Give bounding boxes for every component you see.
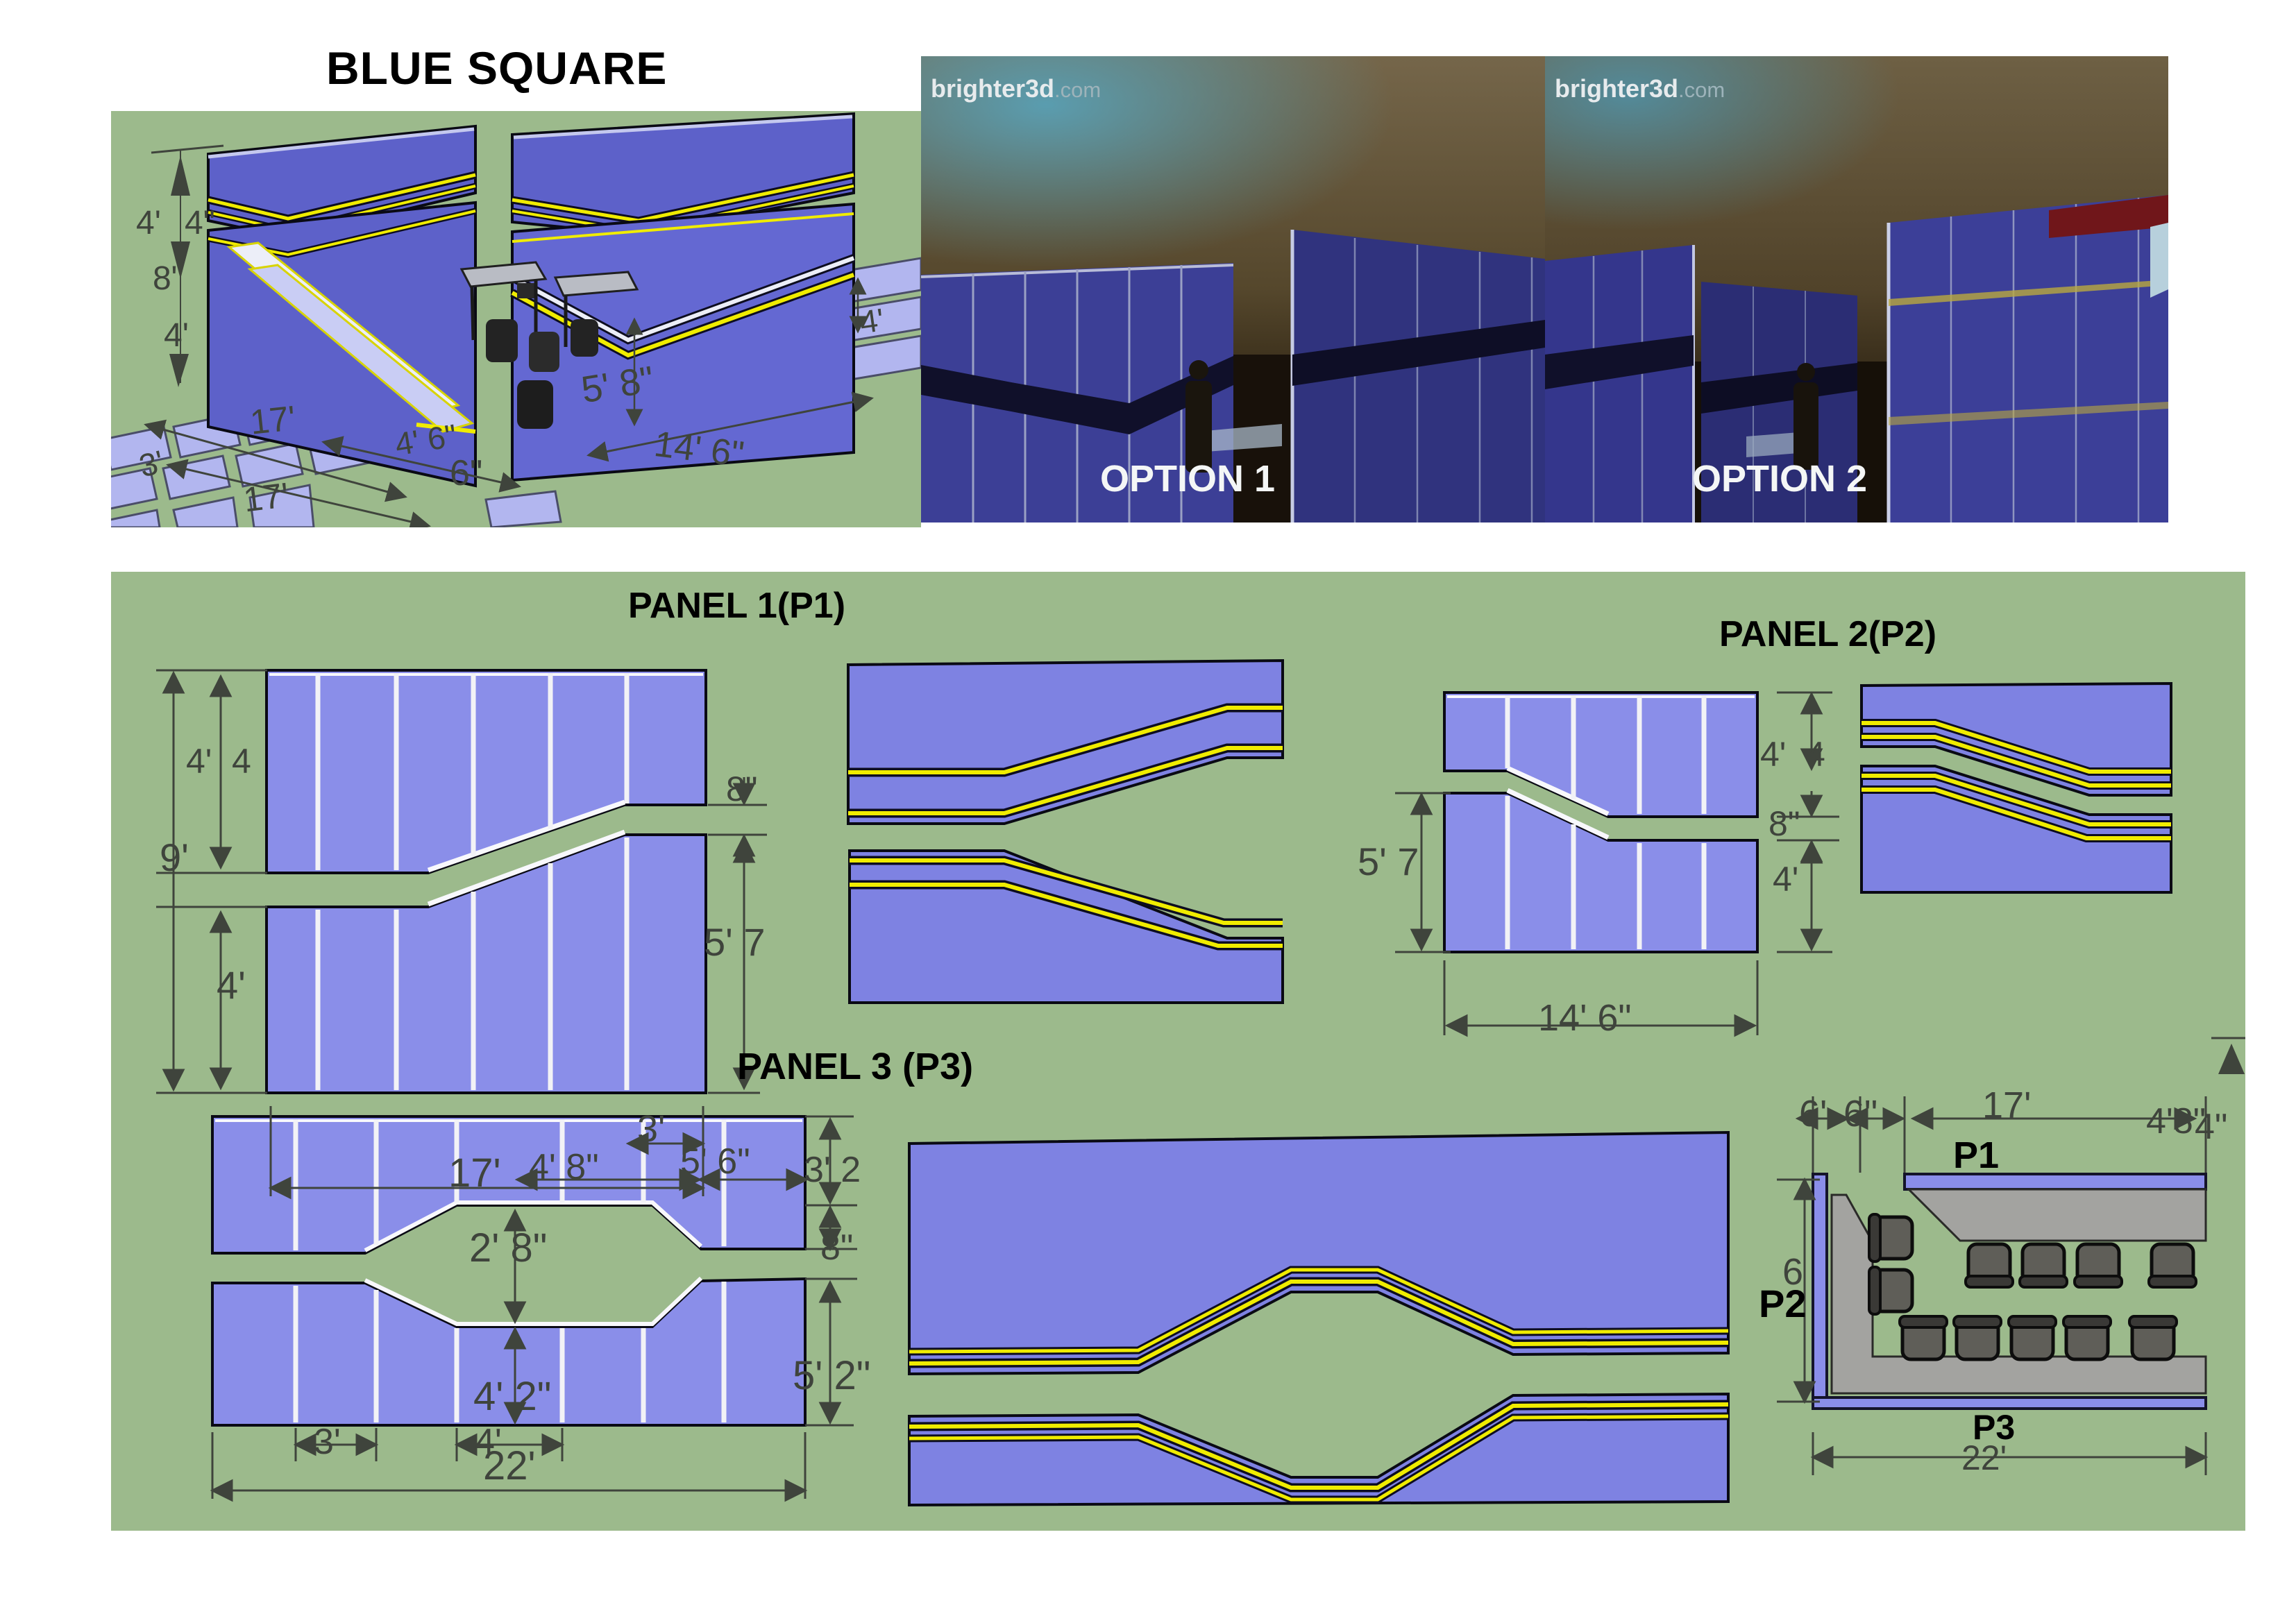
panel2-back-view [1860, 681, 2172, 894]
panel1-front-view [265, 669, 707, 1094]
panel1-back-view [847, 658, 1284, 1004]
plan-label-p2: P2 [1759, 1282, 1807, 1325]
render1-front-wall [921, 263, 1234, 522]
panels-board [111, 572, 2245, 1531]
render2-red-band [2049, 195, 2168, 238]
panel-diagrams-svg [156, 658, 2245, 1507]
sketch-3d-svg [111, 112, 921, 527]
sketch-3d-view [111, 111, 921, 527]
render2-left-wall [1545, 245, 1695, 522]
left-wall-upper-panel [207, 124, 477, 239]
panel2-heading: PANEL 2(P2) [1719, 614, 1937, 654]
render2-sky-sliver [2150, 223, 2168, 298]
watermark: brighter3d.com [1555, 74, 1725, 103]
panel3-front-view [211, 1115, 807, 1427]
watermark: brighter3d.com [931, 74, 1101, 103]
panel3-heading: PANEL 3 (P3) [737, 1046, 974, 1087]
plan-desk-top [1906, 1188, 2207, 1242]
sketch-desk-group [459, 261, 639, 429]
render2-person [1793, 363, 1818, 470]
panel2-front-view [1443, 691, 1759, 953]
floor-plan [1812, 1173, 2207, 1410]
right-wall-lower-panel [510, 202, 856, 482]
render-option-2: brighter3d.com OPTION 2 [1545, 56, 2168, 522]
render-1-svg [921, 56, 1545, 522]
panel3-back-view [908, 1130, 1730, 1507]
sketch-dim-lines [144, 144, 874, 527]
render-option-1: brighter3d.com OPTION 1 [921, 56, 1545, 522]
option-1-label: OPTION 1 [1100, 458, 1276, 500]
render-2-svg [1545, 56, 2168, 522]
plan-label-p3: P3 [1973, 1408, 2016, 1447]
watermark-bold: brighter3d [1555, 74, 1679, 103]
watermark-light: .com [1054, 78, 1101, 102]
render1-person [1185, 360, 1212, 473]
render1-side-wall [1290, 230, 1545, 522]
page-title: BLUE SQUARE [326, 42, 668, 94]
plan-panel-p2 [1812, 1173, 1828, 1409]
watermark-light: .com [1678, 78, 1725, 102]
plan-label-p1: P1 [1953, 1135, 2000, 1176]
panel1-heading: PANEL 1(P1) [628, 586, 846, 626]
option-2-label: OPTION 2 [1692, 458, 1868, 500]
watermark-bold: brighter3d [931, 74, 1055, 103]
render1-desk [1206, 424, 1282, 452]
dimension-lines [156, 669, 2245, 1502]
render2-right-wall [1886, 195, 2168, 522]
plan-panel-p1 [1903, 1173, 2207, 1191]
left-wall-lower-panel [207, 201, 477, 488]
